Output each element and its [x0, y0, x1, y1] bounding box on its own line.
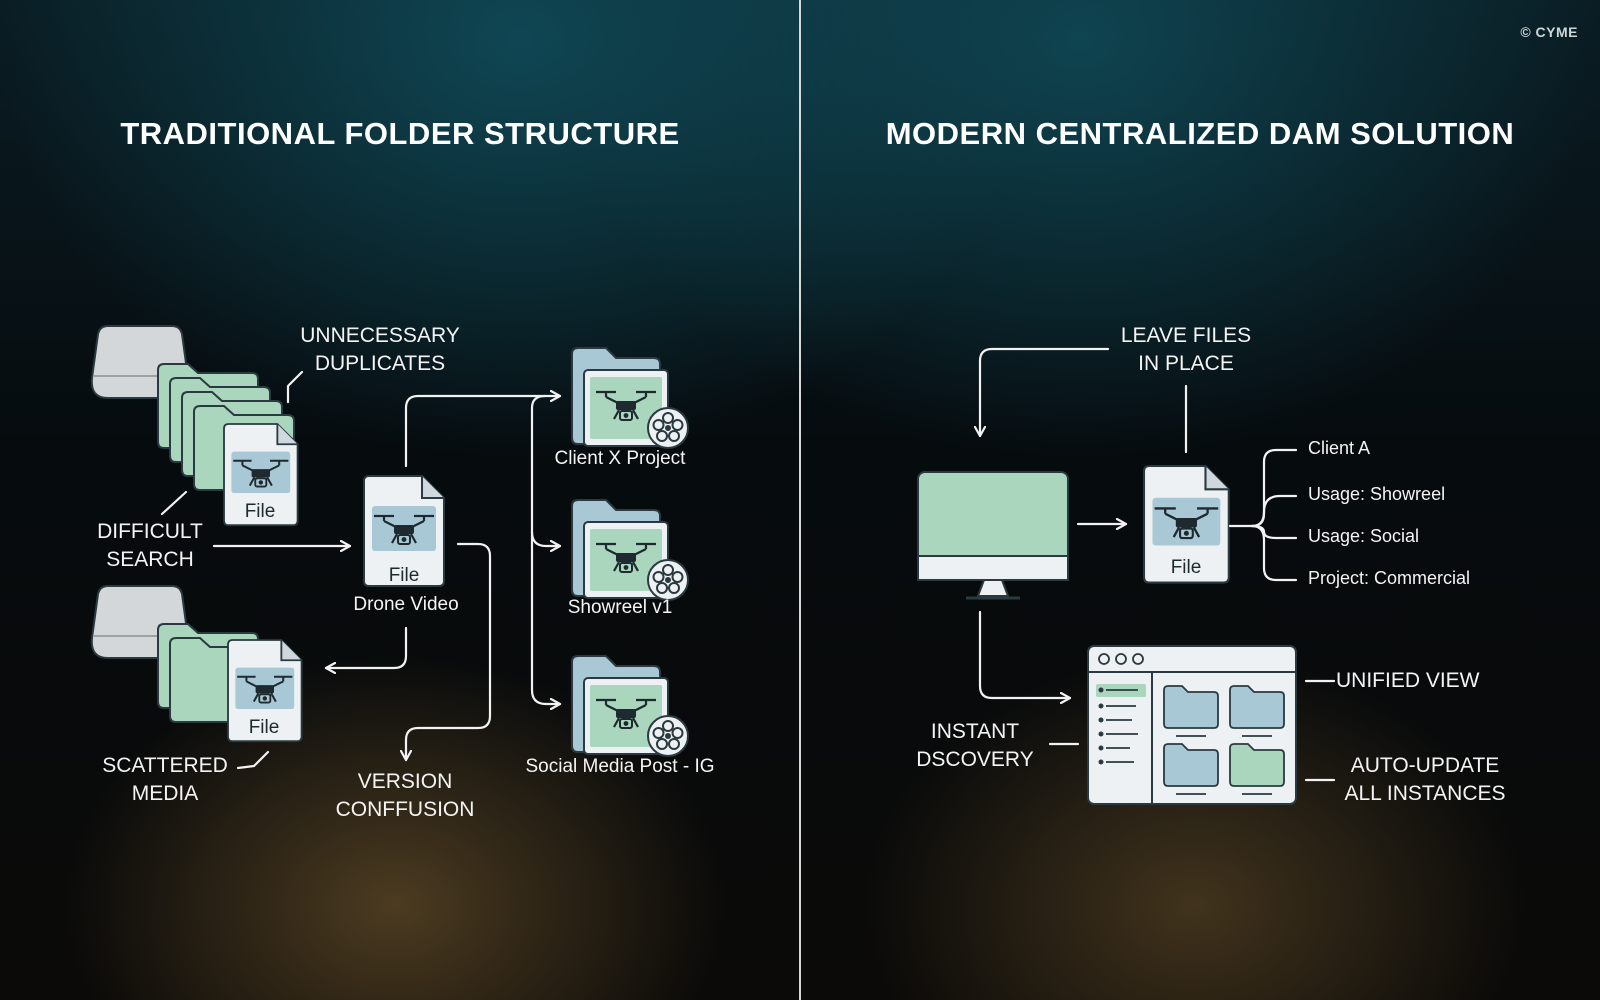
showreel-folder-icon	[572, 500, 688, 600]
scattered-file-label: File	[249, 717, 280, 738]
tag-usage-social: Usage: Social	[1308, 526, 1420, 546]
leave-files-arrow	[980, 347, 1110, 438]
monitor-icon	[917, 471, 1069, 600]
drone-video-file-label: File	[389, 565, 420, 586]
tag-client-a: Client A	[1308, 438, 1371, 458]
tag-bracket-project	[1250, 524, 1298, 582]
client-project-folder-icon	[572, 348, 688, 448]
central-file-label: File	[1171, 557, 1202, 578]
right-title: MODERN CENTRALIZED DAM SOLUTION	[885, 116, 1515, 151]
left-title: TRADITIONAL FOLDER STRUCTURE	[120, 116, 680, 151]
monitor-to-browser-arrow	[978, 610, 1072, 698]
version-confusion-arrow	[406, 542, 492, 762]
duplicates-label: UNNECESSARY DUPLICATES	[300, 324, 460, 375]
unified-view-label: UNIFIED VIEW	[1336, 669, 1480, 692]
branch-showreel-arrow	[530, 530, 562, 546]
scattered-pointer-line	[236, 750, 270, 770]
auto-update-label: AUTO-UPDATE ALL INSTANCES	[1344, 754, 1506, 805]
copyright-label: © CYME	[1520, 24, 1578, 40]
duplicate-file-label: File	[245, 501, 276, 522]
client-project-label: Client X Project	[554, 448, 686, 469]
instant-discovery-label: INSTANT DSCOVERY	[916, 720, 1034, 771]
tag-project-commercial: Project: Commercial	[1308, 568, 1471, 588]
social-post-label: Social Media Post - IG	[525, 756, 715, 777]
leave-files-label: LEAVE FILES IN PLACE	[1120, 324, 1252, 375]
drone-to-client-arrow	[404, 396, 562, 468]
browser-window-icon	[1087, 645, 1297, 805]
center-divider	[799, 0, 801, 1000]
duplicate-file-icon: File	[224, 424, 298, 525]
branch-trunk-line	[530, 394, 562, 704]
drone-to-scattered-arrow	[324, 626, 408, 668]
social-post-folder-icon	[572, 656, 688, 756]
central-file-icon: File	[1144, 466, 1229, 583]
showreel-label: Showreel v1	[567, 597, 673, 618]
scattered-file-icon: File	[228, 640, 302, 741]
drone-video-label: Drone Video	[353, 594, 459, 615]
version-confusion-label: VERSION CONFFUSION	[335, 770, 475, 821]
search-pointer-line	[160, 490, 188, 516]
tag-bracket-client	[1250, 448, 1298, 528]
tag-usage-showreel: Usage: Showreel	[1308, 484, 1446, 504]
difficult-search-label: DIFFICULT SEARCH	[97, 520, 203, 571]
duplicates-pointer-line	[286, 370, 304, 404]
scattered-media-label: SCATTERED MEDIA	[102, 754, 228, 805]
drone-video-file-icon: File	[364, 476, 444, 586]
tag-bracket-showreel	[1250, 494, 1298, 528]
